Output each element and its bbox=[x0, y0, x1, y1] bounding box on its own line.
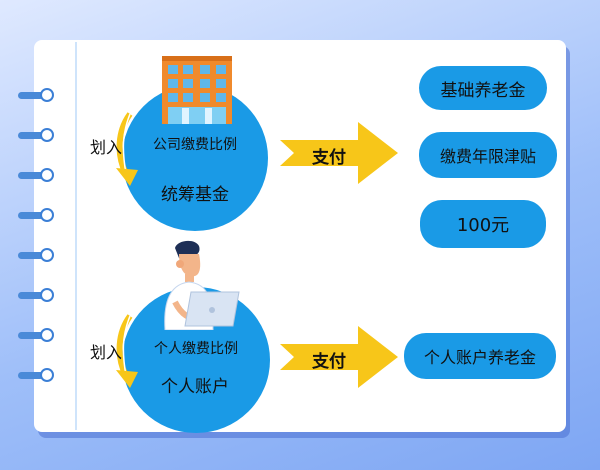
pay-arrow-icon bbox=[280, 122, 398, 184]
company-ratio-text: 公司缴费比例 bbox=[153, 137, 237, 153]
pooled-fund-label: 统筹基金 bbox=[161, 185, 229, 205]
pay-label: 支付 bbox=[312, 352, 346, 372]
transfer-in-label: 划入 bbox=[90, 138, 123, 157]
transfer-in-label: 划入 bbox=[90, 343, 123, 362]
notebook-ring-icon bbox=[18, 368, 60, 382]
personal-account-label: 个人账户 bbox=[161, 377, 229, 397]
notebook-ring-icon bbox=[18, 128, 60, 142]
curved-arrow-icon bbox=[116, 112, 138, 186]
notebook-ring-icon bbox=[18, 168, 60, 182]
pay-label: 支付 bbox=[312, 148, 346, 168]
pay-arrow-icon bbox=[280, 326, 398, 388]
personal-ratio-text: 个人缴费比例 bbox=[154, 341, 238, 357]
office-building-icon bbox=[162, 56, 232, 124]
notebook-ring-icon bbox=[18, 248, 60, 262]
notebook-ring-icon bbox=[18, 328, 60, 342]
curved-arrow-icon bbox=[116, 314, 138, 388]
margin-line bbox=[75, 42, 77, 430]
contribution-years-allowance-pill: 缴费年限津贴 bbox=[419, 132, 557, 178]
basic-pension-pill: 基础养老金 bbox=[419, 66, 547, 110]
personal-account-pension-pill: 个人账户养老金 bbox=[404, 333, 556, 379]
person-laptop-icon bbox=[164, 240, 240, 330]
hundred-yuan-pill: 100元 bbox=[420, 200, 546, 248]
notebook-ring-icon bbox=[18, 208, 60, 222]
notebook-ring-icon bbox=[18, 88, 60, 102]
notebook-ring-icon bbox=[18, 288, 60, 302]
